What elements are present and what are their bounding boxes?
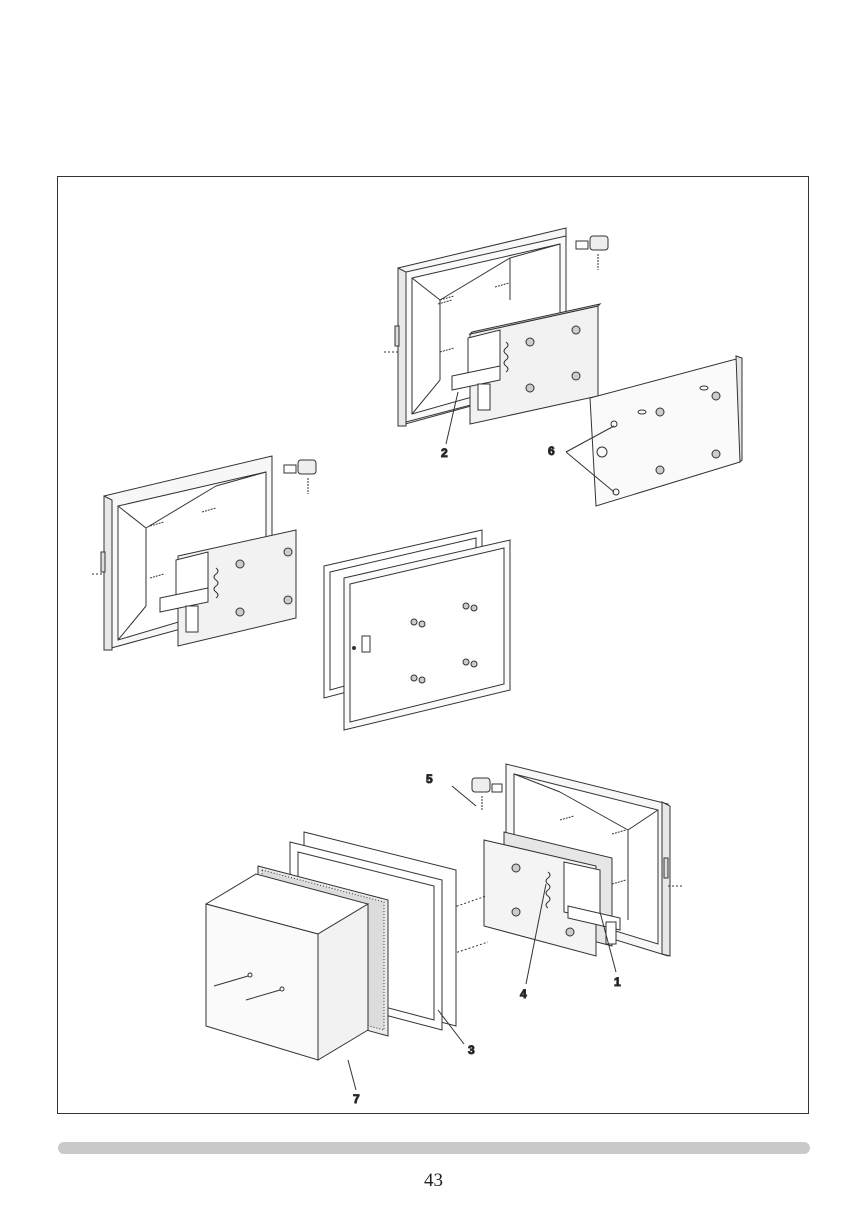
illustration-frame <box>57 176 809 1114</box>
page-number: 43 <box>424 1170 443 1191</box>
left-assembly <box>92 455 317 651</box>
callout-5: 5 <box>426 772 433 786</box>
callout-2: 2 <box>441 446 448 460</box>
callout-3: 3 <box>468 1043 475 1057</box>
footer-divider-bar <box>58 1142 810 1154</box>
middle-panel <box>323 529 511 731</box>
callout-4: 4 <box>520 987 527 1001</box>
callout-7: 7 <box>353 1092 360 1106</box>
callout-6: 6 <box>548 444 555 458</box>
top-assembly <box>384 227 743 507</box>
callout-1: 1 <box>614 975 621 989</box>
bottom-exploded-assembly <box>204 763 682 1091</box>
